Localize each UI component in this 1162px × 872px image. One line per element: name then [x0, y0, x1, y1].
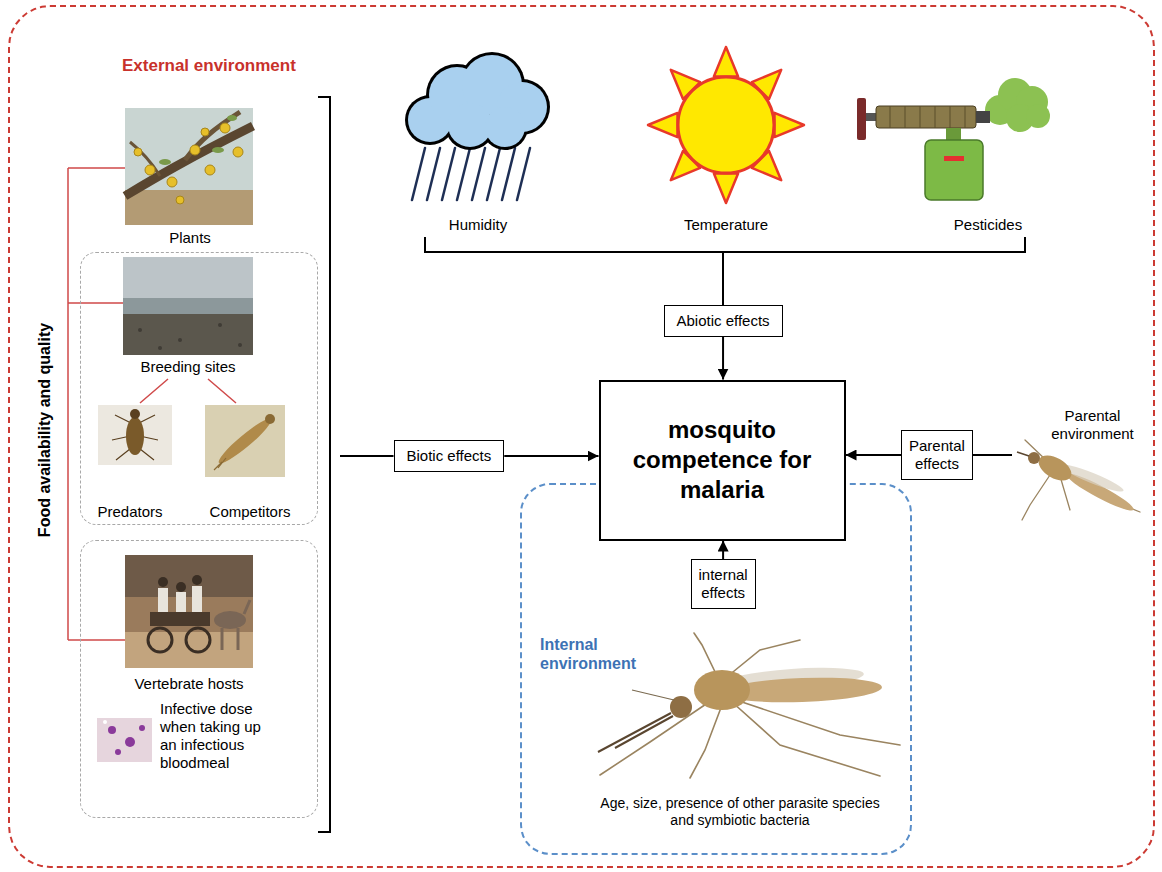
region-title: External environment	[122, 56, 382, 76]
effect-arrow	[504, 455, 598, 457]
icon-caption: Humidity	[418, 216, 538, 234]
bracket	[318, 97, 1025, 832]
rain-cloud-icon	[405, 52, 550, 200]
parent-mosquito-illustration	[1017, 440, 1140, 520]
vertebrate-hosts-group: Vertebrate hostsInfective dose when taki…	[80, 540, 318, 818]
predator-photo	[98, 405, 172, 465]
leader-line	[722, 252, 724, 305]
box-label: Abiotic effects	[677, 312, 770, 330]
breeding-site-photo	[123, 257, 253, 355]
mosquito-caption: Age, size, presence of other parasite sp…	[590, 795, 890, 829]
leader-line	[973, 454, 1012, 456]
mosquito-illustration	[598, 633, 900, 778]
vertebrate-host-photo	[125, 555, 253, 668]
abiotic-effects-box: Abiotic effects	[664, 305, 783, 337]
plants-photo	[125, 108, 253, 225]
photo-caption: Vertebrate hosts	[89, 675, 289, 693]
effect-arrow	[722, 541, 724, 560]
photo-caption: Plants	[130, 229, 250, 247]
leader-line	[340, 455, 394, 457]
box-label: internal effects	[699, 566, 748, 602]
box-label: Parental effects	[909, 437, 965, 473]
blood-smear-photo	[97, 718, 152, 762]
photo-caption: Infective dose when taking up an infecti…	[160, 700, 278, 772]
photo-caption: Predators	[85, 503, 175, 521]
photo-caption: Breeding sites	[88, 358, 288, 376]
breeding-sites-group: Breeding sitesPredators Competitors	[80, 252, 318, 525]
external-environment-region: External environmentBreeding sitesPredat…	[8, 5, 1155, 868]
effect-arrow	[722, 337, 724, 380]
biotic-effects-box: Biotic effects	[394, 440, 505, 472]
parental-effects-box: Parental effects	[901, 430, 973, 480]
pesticide-sprayer-icon	[857, 78, 1050, 200]
box-label: Biotic effects	[407, 447, 492, 465]
icon-caption: Temperature	[666, 216, 786, 234]
competitor-photo	[205, 405, 285, 477]
region-title: Internal environment	[540, 635, 670, 673]
internal-effects-box: internal effects	[691, 559, 756, 609]
icon-caption: Pesticides	[928, 216, 1048, 234]
sun-icon	[648, 47, 804, 203]
effect-arrow	[846, 454, 902, 456]
photo-caption: Competitors	[195, 503, 305, 521]
competence-box: mosquito competence for malaria	[599, 380, 846, 541]
figure-caption: Parental environment	[1040, 407, 1145, 443]
box-label: mosquito competence for malaria	[619, 415, 826, 505]
axis-label: Food availability and quality	[35, 240, 55, 620]
